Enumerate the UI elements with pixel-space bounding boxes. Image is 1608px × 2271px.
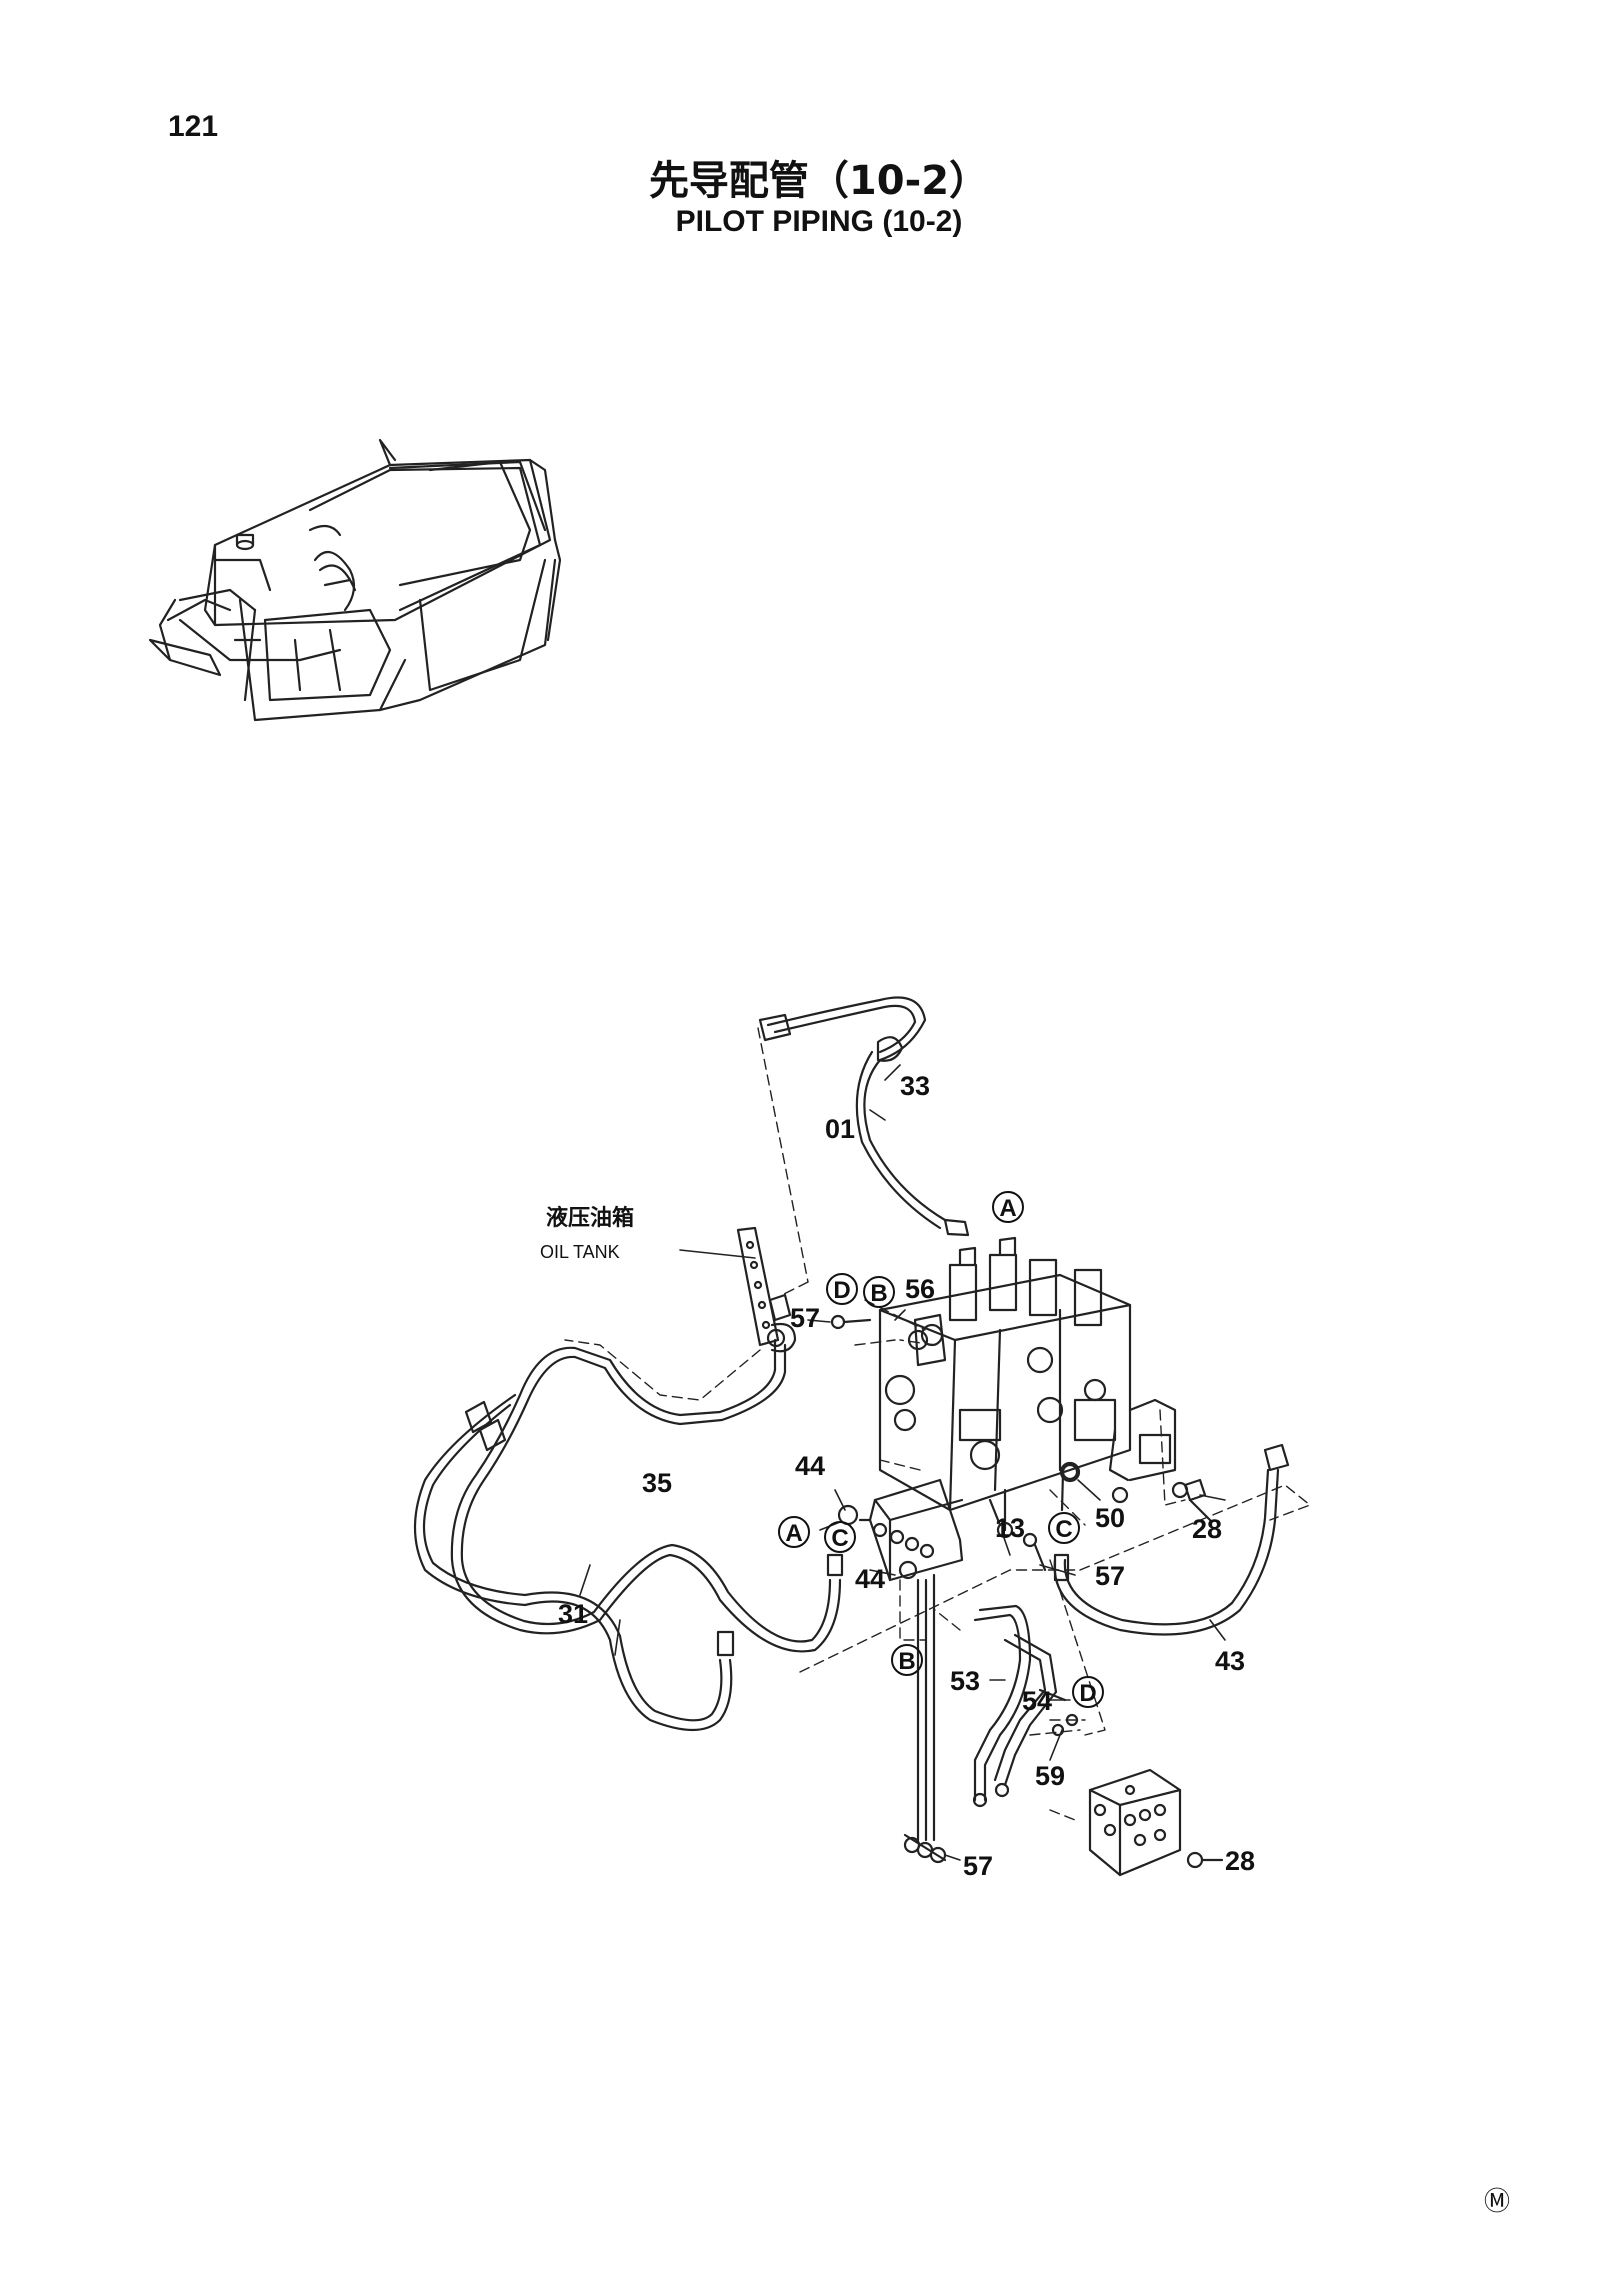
marker-a-top: A	[992, 1191, 1024, 1223]
part-label-59: 59	[1035, 1761, 1065, 1791]
part-label-54: 54	[1022, 1686, 1052, 1716]
oil-tank-label-english: OIL TANK	[540, 1242, 620, 1262]
marker-d-bottom: D	[1072, 1676, 1104, 1708]
page-title-chinese: 先导配管（10-2）	[648, 158, 990, 204]
part-label-44-lower: 44	[855, 1564, 885, 1594]
marker-d-top: D	[826, 1273, 858, 1305]
page-number: 121	[168, 110, 219, 143]
vertical-pipes-57	[903, 1573, 947, 1864]
part-label-53: 53	[950, 1666, 980, 1696]
fittings-right	[1022, 1461, 1212, 1572]
part-label-01: 01	[825, 1114, 855, 1144]
part-label-44: 44	[795, 1451, 825, 1481]
part-label-56: 56	[905, 1274, 935, 1304]
oil-tank-bracket	[736, 1226, 797, 1353]
part-label-31: 31	[558, 1599, 588, 1629]
part-label-50: 50	[1095, 1503, 1125, 1533]
hose-43	[1053, 1443, 1290, 1636]
svg-text:D: D	[833, 1277, 850, 1304]
page-title-english: PILOT PIPING (10-2)	[675, 205, 963, 238]
marker-a-left: A	[778, 1516, 810, 1548]
part-label-57-bottom: 57	[963, 1851, 993, 1881]
svg-text:A: A	[999, 1195, 1016, 1222]
hose-31	[413, 1393, 735, 1731]
svg-text:C: C	[1055, 1516, 1072, 1543]
control-valve-block	[830, 1236, 1177, 1539]
part-label-57-right: 57	[1095, 1561, 1125, 1591]
pipe-bundle-53-54-59	[972, 1604, 1079, 1808]
corner-mark-m: Ⓜ	[1484, 2187, 1511, 2217]
hose-01	[758, 996, 970, 1237]
part-label-33: 33	[900, 1071, 930, 1101]
marker-b-top: B	[863, 1276, 895, 1308]
svg-text:B: B	[898, 1648, 915, 1675]
part-label-28-bottom: 28	[1225, 1846, 1255, 1876]
svg-text:D: D	[1079, 1680, 1096, 1707]
part-label-13: 13	[995, 1513, 1025, 1543]
svg-text:B: B	[870, 1280, 887, 1307]
part-label-28: 28	[1192, 1514, 1222, 1544]
marker-c-right: C	[1048, 1512, 1080, 1544]
svg-text:C: C	[831, 1525, 848, 1552]
marker-c-left: C	[824, 1521, 856, 1553]
excavator-overview-icon	[148, 438, 562, 722]
svg-text:A: A	[785, 1520, 802, 1547]
marker-b-bottom: B	[891, 1644, 923, 1676]
part-label-57: 57	[790, 1303, 820, 1333]
part-label-43: 43	[1215, 1646, 1245, 1676]
distribution-block	[1088, 1768, 1224, 1877]
oil-tank-label-chinese: 液压油箱	[546, 1205, 634, 1231]
part-label-35: 35	[642, 1468, 672, 1498]
